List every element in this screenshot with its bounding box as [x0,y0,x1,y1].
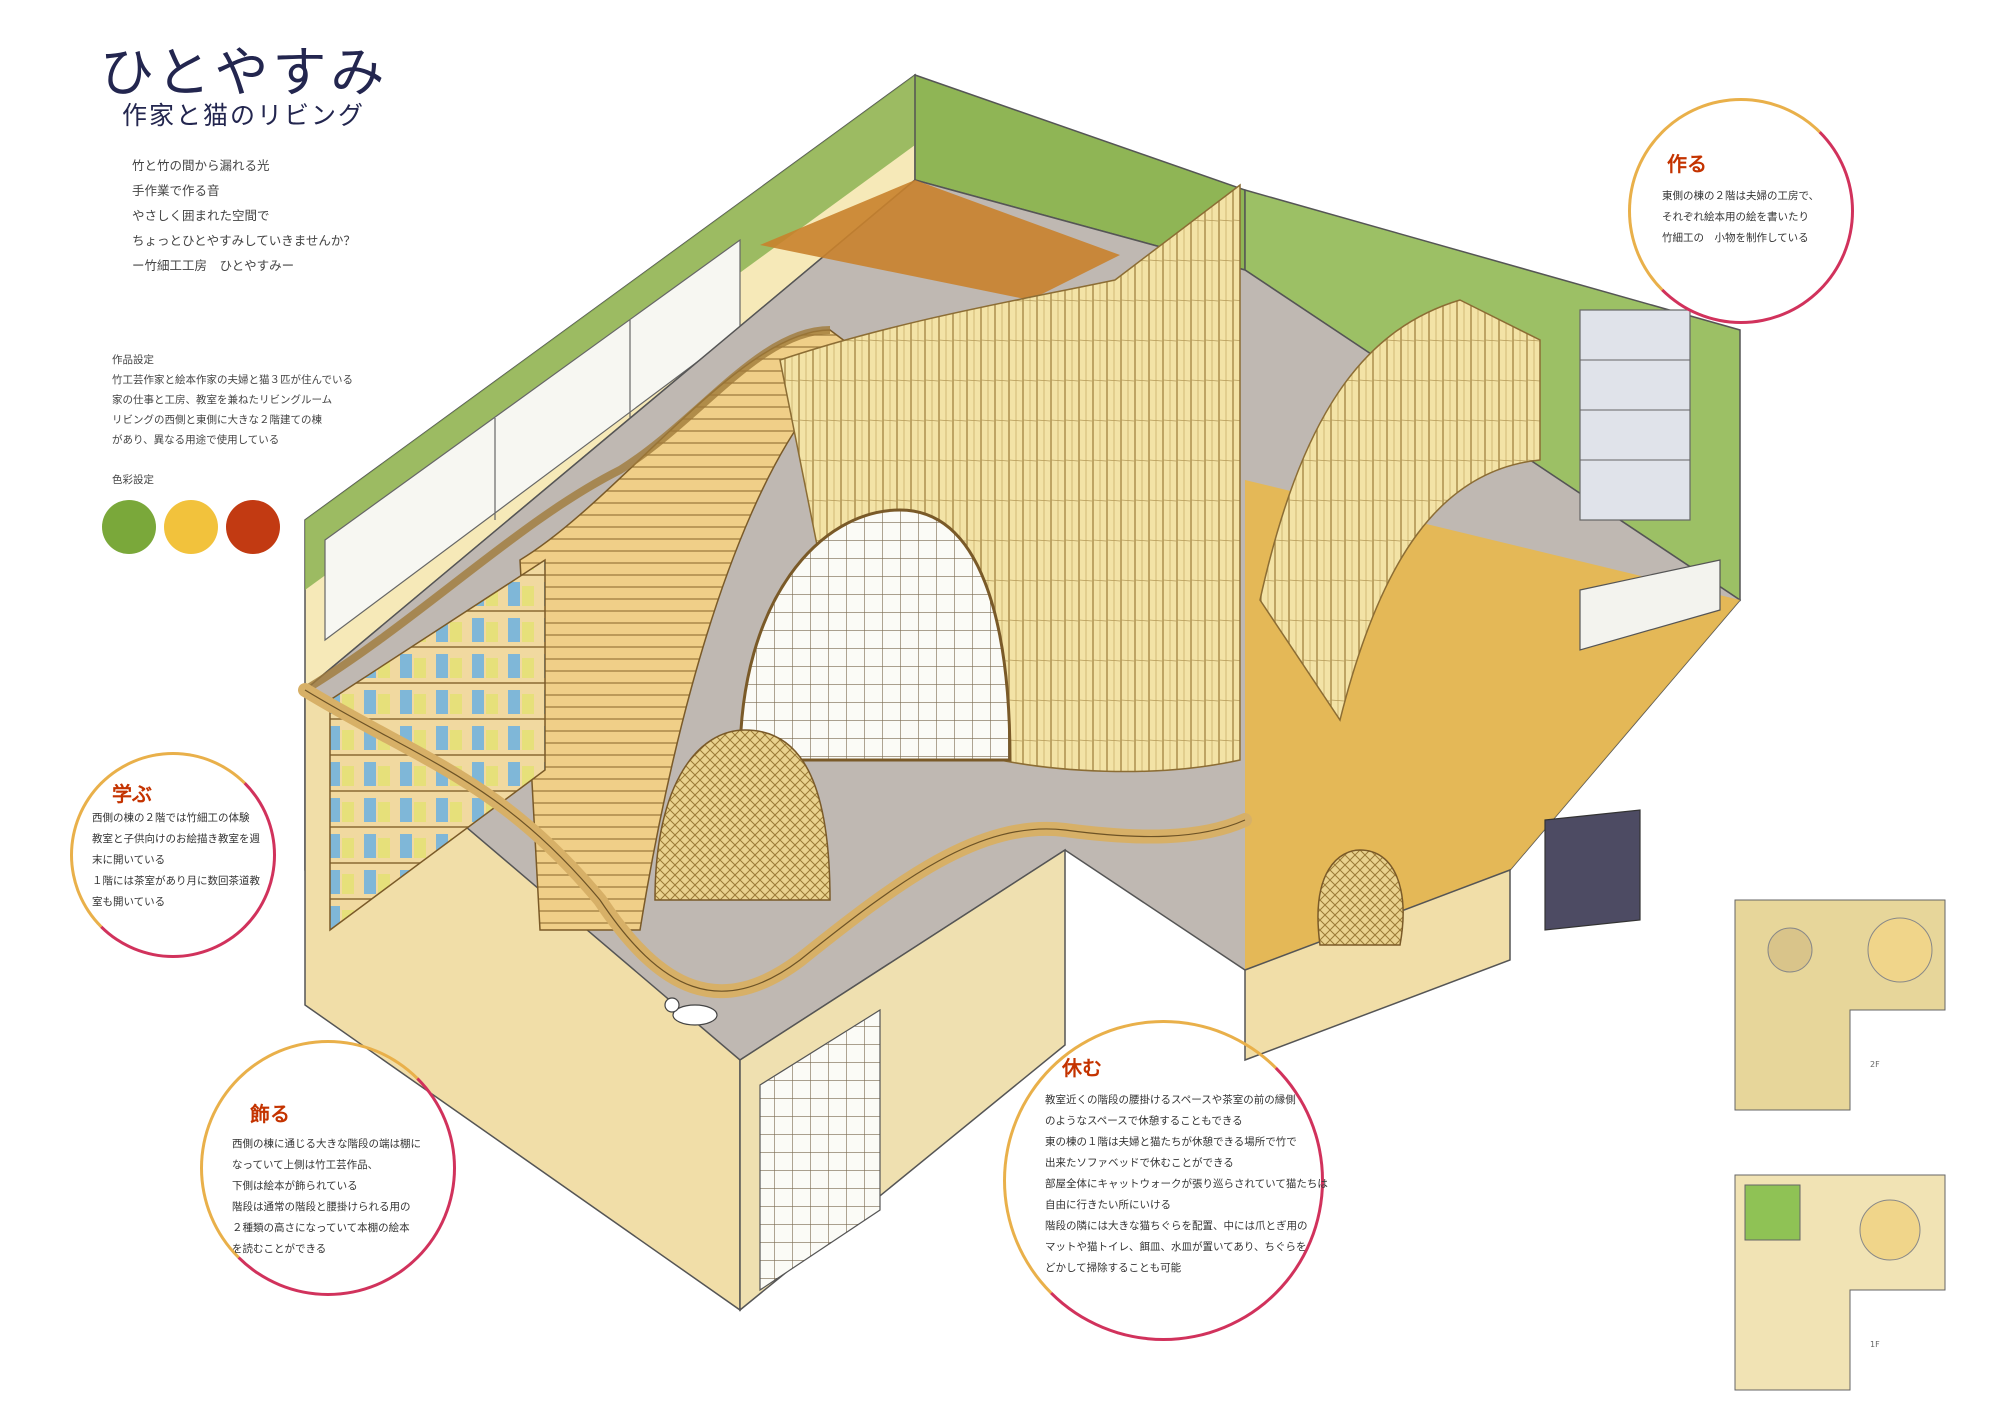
poem-line: ー竹細工工房 ひとやすみー [132,258,295,273]
bubble-rest-line: 東の棟の１階は夫婦と猫たちが休憩できる場所で竹で [1045,1136,1297,1148]
bubble-decorate [200,1040,456,1296]
stair-handrail [302,326,831,694]
bubble-rest-line: 教室近くの階段の腰掛けるスペースや茶室の前の縁側 [1045,1094,1296,1106]
bubble-decorate-title: 飾る [250,1102,290,1126]
page-subtitle: 作家と猫のリビング [122,101,366,130]
bubble-rest-line: 階段の隣には大きな猫ちぐらを配置、中には爪とぎ用の [1045,1220,1308,1232]
bubble-make-line: 東側の棟の２階は夫婦の工房で、 [1662,190,1820,202]
settings-line: 家の仕事と工房、教室を兼ねたリビングルーム [112,394,333,406]
bubble-decorate-line: なっていて上側は竹工芸作品、 [232,1159,379,1171]
bubble-make [1628,98,1854,324]
bubble-decorate-line: 下側は絵本が飾られている [232,1180,358,1192]
upper-floor-west [760,180,1120,300]
poem-line: 手作業で作る音 [132,183,220,198]
bubble-rest-line: マットや猫トイレ、餌皿、水皿が置いてあり、ちぐらを [1045,1241,1307,1253]
floor-plan-lower-label: 1F [1870,1340,1880,1349]
cat-figure [664,997,718,1026]
color-swatch-yellow [164,500,218,554]
bubble-learn-line: 教室と子供向けのお絵描き教室を週 [92,833,260,845]
settings-line: 竹工芸作家と絵本作家の夫婦と猫３匹が住んでいる [112,374,353,386]
bubble-learn-line: 末に開いている [92,854,166,866]
bubble-learn [70,752,276,958]
bubble-decorate-line: ２種類の高さになっていて本棚の絵本 [232,1222,410,1234]
bubble-learn-title: 学ぶ [112,782,152,806]
bubble-decorate-line: 西側の棟に通じる大きな階段の端は棚に [232,1138,421,1150]
bubble-learn-line: 室も開いている [92,896,166,908]
bubble-rest-line: 自由に行きたい所にいける [1045,1199,1171,1211]
bubble-rest-line: のようなスペースで休憩することもできる [1045,1115,1243,1127]
settings-line: があり、異なる用途で使用している [112,434,280,446]
work-desk [1579,559,1721,651]
east-shelving [1579,309,1691,521]
poem-line: ちょっとひとやすみしていきませんか？ [132,233,356,248]
poem-line: やさしく囲まれた空間で [132,208,270,223]
bubble-decorate-line: 階段は通常の階段と腰掛けられる用の [232,1201,411,1213]
color-swatch-red [226,500,280,554]
bookshelf [329,558,546,932]
bubble-decorate-line: を読むことができる [232,1243,327,1255]
bubble-make-line: 竹細工の 小物を制作している [1662,232,1809,244]
color-swatch-green [102,500,156,554]
cat-chigura-large [654,729,831,901]
bubble-rest-line: 部屋全体にキャットウォークが張り巡らされていて猫たちは [1045,1178,1328,1190]
settings-heading: 作品設定 [112,354,154,366]
bubble-rest-title: 休む [1062,1056,1102,1080]
floor-plan-upper [1734,899,1946,1111]
bubble-rest [1003,1020,1324,1341]
bubble-make-line: それぞれ絵本用の絵を書いたり [1662,211,1809,223]
bamboo-wall-east [1259,299,1541,722]
color-settings-heading: 色彩設定 [112,474,154,486]
floor-plan-upper-label: 2F [1870,1060,1880,1069]
front-right-wall [1244,868,1511,1062]
arched-window [738,508,1012,762]
bubble-rest-line: どかして掃除することも可能 [1045,1262,1182,1274]
cat-chigura-small [1317,849,1404,946]
wood-stove [1544,809,1641,931]
settings-line: リビングの西側と東側に大きな２階建ての棟 [112,414,322,426]
front-shoji-door [759,1008,881,1292]
poem-line: 竹と竹の間から漏れる光 [132,158,270,173]
bubble-learn-line: １階には茶室があり月に数回茶道教 [92,875,260,887]
bubble-rest-line: 出来たソファベッドで休むことができる [1045,1157,1234,1169]
floor-plan-lower [1734,1174,1946,1391]
bubble-make-title: 作る [1667,152,1707,176]
page-title: ひとやすみ [100,41,389,104]
bubble-learn-line: 西側の棟の２階では竹細工の体験 [92,812,250,824]
